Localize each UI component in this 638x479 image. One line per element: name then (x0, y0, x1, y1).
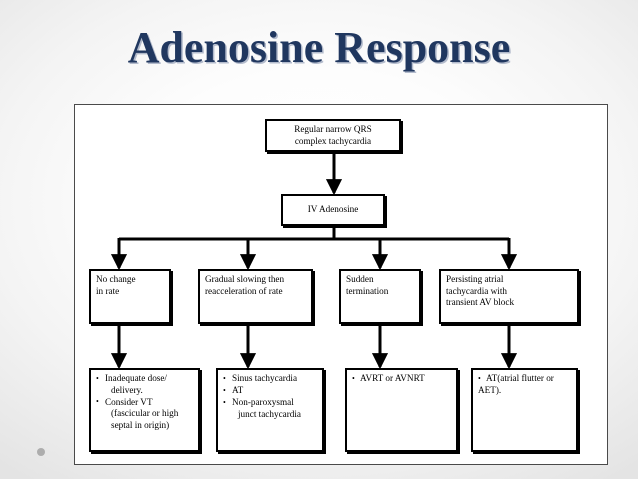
list-item: Inadequate dose/ delivery. (96, 372, 193, 396)
outcome-no-change-list: Inadequate dose/ delivery. Consider VT (… (96, 372, 193, 432)
node-no-change-line2: in rate (96, 285, 120, 296)
node-outcome-persisting-atrial[interactable]: AT(atrial flutter or AET). (471, 368, 578, 452)
outcome-persisting-atrial-list: AT(atrial flutter or AET). (478, 372, 571, 396)
node-persisting-atrial-line3: transient AV block (446, 297, 515, 308)
node-regular-narrow-qrs-line1: Regular narrow QRS (294, 124, 372, 134)
page-title: Adenosine Response (127, 23, 511, 72)
node-no-change-in-rate[interactable]: No change in rate (89, 269, 171, 324)
node-gradual-slowing[interactable]: Gradual slowing then reacceleration of r… (198, 269, 313, 324)
node-gradual-slowing-line2: reacceleration of rate (205, 285, 283, 296)
outcome-item-text: Sinus tachycardia (232, 373, 298, 383)
outcome-item-wrap: junct tachycardia (238, 408, 302, 419)
outcome-item-text: Non-paroxysmal (232, 397, 294, 408)
flowchart-canvas: Regular narrow QRS complex tachycardia I… (75, 105, 609, 466)
outcome-item-text: AT (232, 385, 244, 396)
list-item: Sinus tachycardia (223, 373, 317, 385)
node-sudden-termination[interactable]: Sudden termination (339, 269, 421, 324)
node-iv-adenosine-label: IV Adenosine (307, 204, 359, 214)
outcome-item-wrap: delivery. (111, 384, 143, 395)
node-outcome-no-change[interactable]: Inadequate dose/ delivery. Consider VT (… (89, 368, 200, 452)
node-outcome-gradual-slowing[interactable]: Sinus tachycardia AT Non-paroxysmal junc… (216, 368, 324, 452)
node-regular-narrow-qrs-line2: complex tachycardia (294, 135, 372, 146)
list-item: AT (223, 385, 317, 397)
node-no-change-line1: No change (96, 274, 136, 284)
outcome-item-text: Consider VT (105, 396, 153, 407)
outcome-sudden-termination-list: AVRT or AVNRT (352, 373, 451, 385)
content-placeholder-bullet (37, 448, 45, 456)
node-gradual-slowing-line1: Gradual slowing then (205, 274, 285, 284)
node-persisting-atrial-line1: Persisting atrial (446, 274, 504, 284)
outcome-item-text: AVRT or AVNRT (360, 373, 425, 383)
list-item: AT(atrial flutter or AET). (478, 372, 571, 396)
list-item: AVRT or AVNRT (352, 373, 451, 385)
node-outcome-sudden-termination[interactable]: AVRT or AVNRT (345, 368, 458, 452)
outcome-item-wrap2: septal in origin) (111, 419, 170, 430)
node-persisting-atrial[interactable]: Persisting atrial tachycardia with trans… (439, 269, 579, 324)
outcome-gradual-slowing-list: Sinus tachycardia AT Non-paroxysmal junc… (223, 373, 317, 420)
list-item: Consider VT (fascicular or high septal i… (96, 396, 193, 432)
node-iv-adenosine[interactable]: IV Adenosine (281, 194, 385, 226)
node-persisting-atrial-line2: tachycardia with (446, 285, 507, 296)
diagram-frame: Regular narrow QRS complex tachycardia I… (74, 104, 608, 465)
outcome-item-wrap: AET). (478, 384, 502, 395)
outcome-item-text: AT(atrial flutter or (486, 373, 554, 383)
node-sudden-termination-line2: termination (346, 285, 389, 296)
list-item: Non-paroxysmal junct tachycardia (223, 397, 317, 420)
node-sudden-termination-line1: Sudden (346, 274, 374, 284)
outcome-item-text: Inadequate dose/ (105, 373, 167, 383)
node-regular-narrow-qrs[interactable]: Regular narrow QRS complex tachycardia (265, 119, 401, 152)
outcome-item-wrap: (fascicular or high (111, 408, 179, 419)
